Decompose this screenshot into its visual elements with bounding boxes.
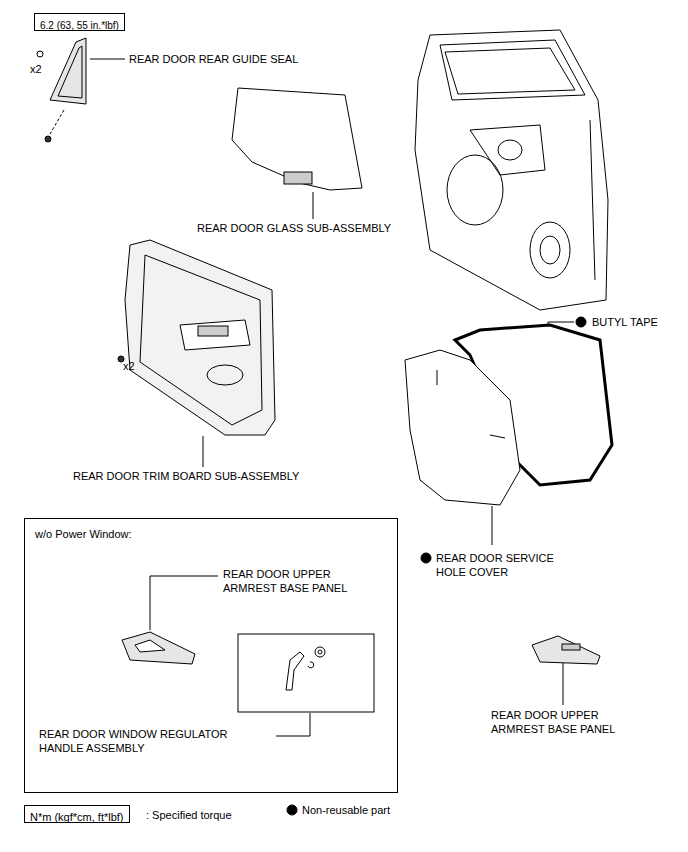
legend-text: : Specified torque	[146, 808, 232, 822]
guide-seal	[37, 38, 125, 142]
part-name: BUTYL TAPE	[592, 315, 658, 329]
part-name: w/o Power Window:	[35, 527, 235, 541]
legend-dot	[287, 805, 297, 815]
legend-text: Non-reusable part	[302, 803, 390, 817]
part-name: REAR DOOR WINDOW REGULATOR HANDLE ASSEMB…	[39, 727, 254, 755]
part-name: REAR DOOR SERVICE HOLE COVER	[436, 551, 571, 579]
quantity-mark: x2	[123, 359, 135, 373]
torque-text: 6.2 (63, 55 in.*lbf)	[40, 19, 119, 33]
part-name: REAR DOOR REAR GUIDE SEAL	[129, 52, 298, 66]
part-name: REAR DOOR TRIM BOARD SUB-ASSEMBLY	[73, 469, 299, 483]
torque-text: N*m (kgf*cm, ft*lbf)	[30, 810, 124, 824]
variant-frame: w/o Power Window: REAR DOOR UPPER ARMREST…	[24, 518, 398, 793]
torque-box: 6.2 (63, 55 in.*lbf)	[34, 13, 125, 31]
handle-inset	[238, 634, 374, 736]
quantity-mark: x2	[30, 62, 42, 76]
service-hole-cover	[405, 317, 612, 563]
door-panel	[415, 30, 608, 310]
door-glass	[232, 88, 362, 219]
part-name: REAR DOOR UPPER ARMREST BASE PANEL	[491, 708, 636, 736]
armrest-panel	[532, 636, 600, 705]
torque-box: N*m (kgf*cm, ft*lbf)	[24, 805, 130, 823]
armrest-panel	[122, 576, 218, 664]
part-name: REAR DOOR UPPER ARMREST BASE PANEL	[223, 567, 368, 595]
trim-board	[118, 240, 275, 467]
part-name: REAR DOOR GLASS SUB-ASSEMBLY	[197, 221, 391, 235]
